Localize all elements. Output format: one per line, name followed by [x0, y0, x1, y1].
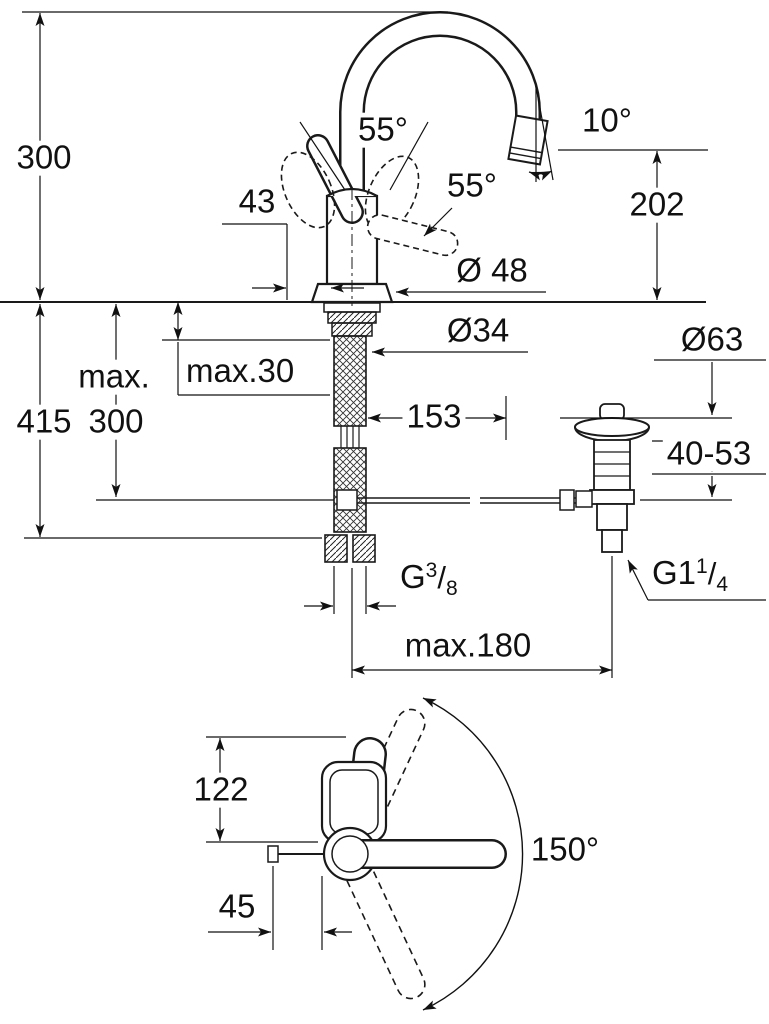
hose-thread-numerator: 3 — [425, 559, 438, 582]
front-annotations — [299, 85, 554, 237]
waste-thread-prefix: G1 — [652, 554, 697, 591]
spout — [339, 11, 549, 210]
waste-thread-denominator: 4 — [716, 573, 729, 596]
waste-flange-diameter-label: Ø63 — [676, 322, 748, 358]
handle-projection-label: 43 — [234, 184, 280, 220]
handle-side-position — [366, 214, 459, 257]
hose-thread-denominator: 8 — [445, 577, 458, 600]
hose-nut-right — [352, 534, 376, 563]
top-view-drawing — [206, 697, 524, 1011]
handle-angle-label: 55° — [354, 112, 412, 148]
max-rod-distance-label: max.180 — [404, 626, 532, 664]
handle-offset-label: 45 — [218, 887, 256, 925]
spout-angle-label: 10° — [582, 101, 632, 139]
handle-swivel-angle-label: 55° — [443, 168, 501, 204]
swivel-arc — [422, 697, 524, 1011]
hose-thread-label: G3/8 — [400, 558, 458, 599]
rod-fitting — [336, 489, 358, 511]
faucet-top-view — [267, 737, 507, 882]
hose-length-secondary-label: 300 — [84, 404, 148, 440]
max-prefix-label: max. — [74, 359, 154, 395]
pop-up-waste — [574, 403, 650, 553]
handle-swing-envelope-left — [280, 151, 336, 229]
waste-thread-slash: / — [707, 556, 717, 591]
front-dimension-lines — [22, 11, 766, 678]
front-view-drawing — [0, 11, 766, 678]
hose-nut-left — [324, 534, 348, 563]
hose-thread-slash: / — [437, 560, 446, 595]
waste-thread-label: G11/4 — [652, 554, 728, 595]
hose-length-label: 415 — [12, 404, 76, 440]
aerator — [507, 114, 549, 166]
faucet-body — [280, 134, 459, 306]
spout-reach-label: 122 — [189, 772, 253, 808]
rod-knob — [559, 489, 575, 511]
flex-hose-upper — [333, 335, 367, 427]
base-diameter-label: Ø 48 — [452, 253, 532, 289]
rod-length-label: 153 — [402, 399, 466, 435]
waste-thread-numerator: 1 — [696, 555, 708, 578]
mounting-hole-diameter-label: Ø34 — [442, 313, 514, 349]
spout-height-label: 202 — [625, 187, 689, 223]
hose-thread-prefix: G — [400, 558, 426, 595]
overall-height-label: 300 — [12, 140, 76, 176]
swivel-range-label: 150° — [530, 830, 600, 868]
max-deck-thickness-label: max.30 — [186, 352, 295, 389]
below-deck-assembly — [323, 302, 576, 563]
clamp-range-label: 40-53 — [662, 436, 756, 472]
